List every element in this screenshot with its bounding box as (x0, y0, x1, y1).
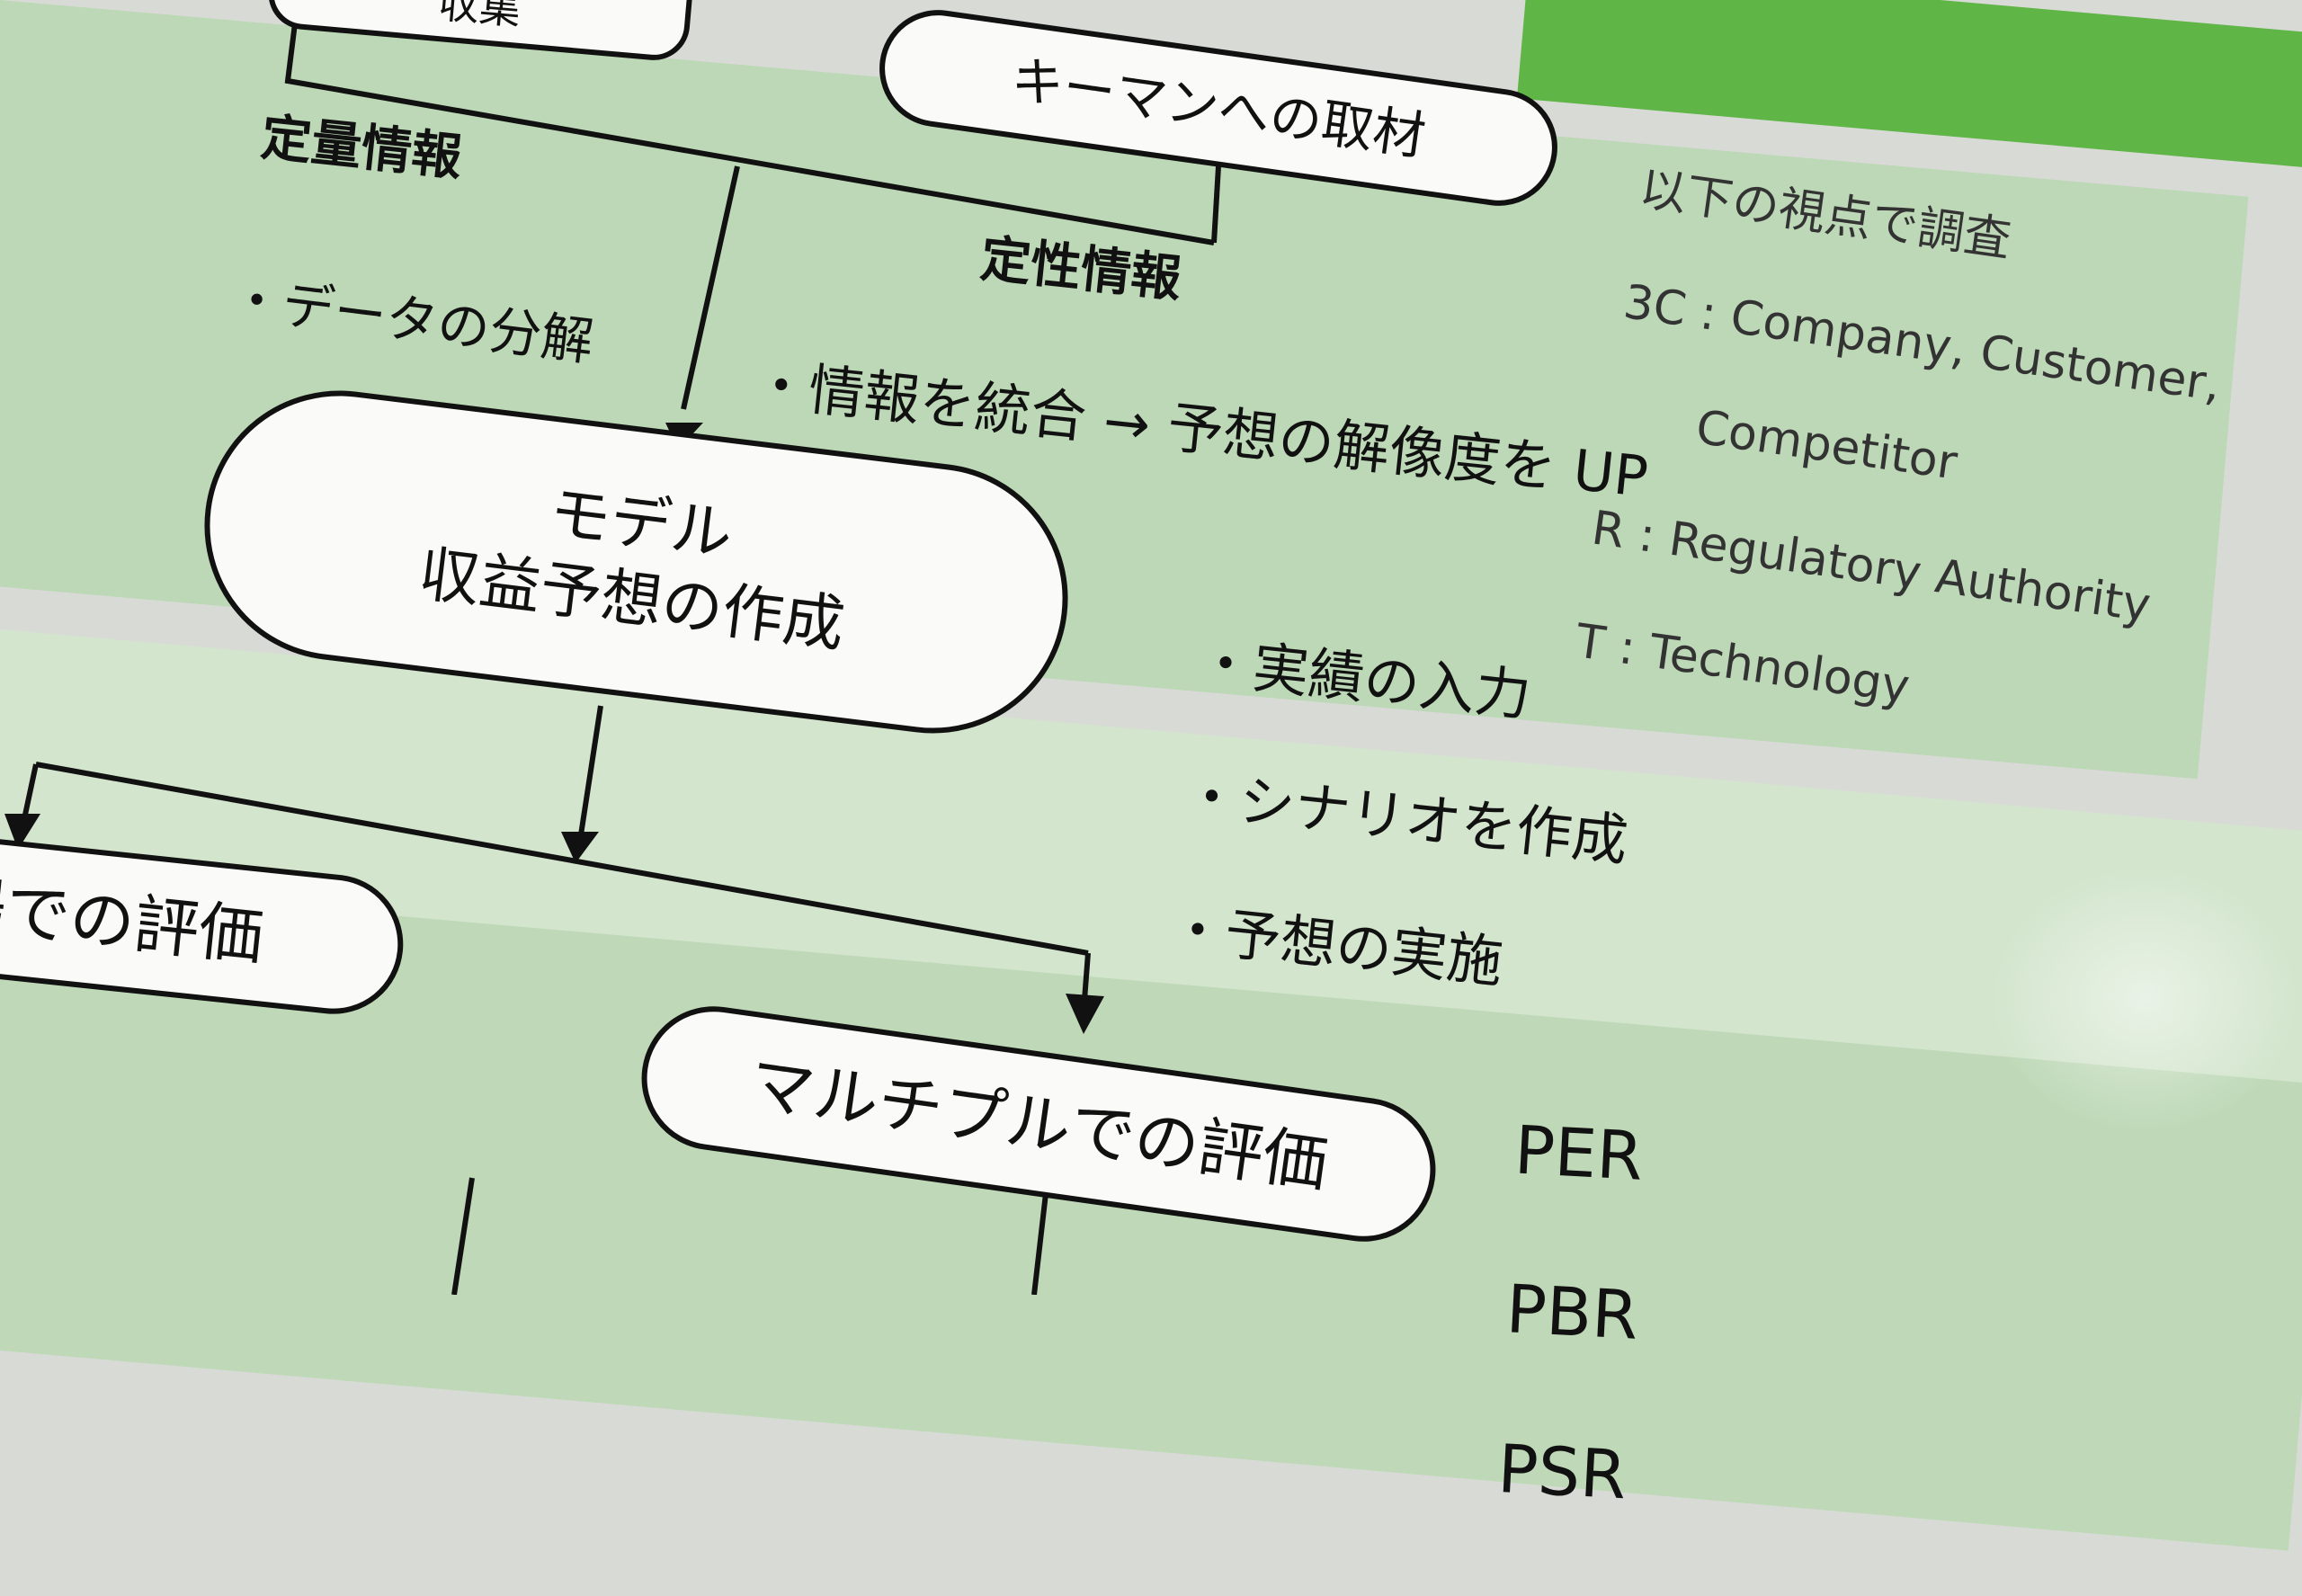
arrow-to-multiple-eval (1066, 994, 1104, 1034)
arrow-to-split (561, 832, 599, 863)
research-note: 以下の視点で調査 3C : Company, Customer, Competi… (1565, 105, 2248, 810)
multiples-list: PER PBR PSR (1492, 1031, 1653, 1596)
left-eval-label: 市場での評価 (0, 859, 268, 975)
model-step: ・シナリオを作成 (1180, 762, 1631, 874)
top-partial-label: 収集 (435, 0, 523, 34)
research-line: Competitor (1604, 388, 1961, 491)
research-line: 3C : Company, Customer, (1619, 275, 2225, 413)
model-step: ・予想の実施 (1166, 895, 1506, 995)
multiple-item: PBR (1503, 1271, 1640, 1356)
research-line: T : Technology (1572, 614, 1914, 715)
research-line: R : Regulatory Authority (1588, 501, 2155, 634)
multiple-item: PER (1512, 1111, 1646, 1196)
model-label: モデル 収益予想の作成 (415, 477, 849, 662)
multiple-item: PSR (1495, 1430, 1628, 1515)
arrow-to-left-eval (4, 814, 40, 850)
slide-photo: 収集 キーマンへの取材 定量情報 定性情報 ・データの分解 ・情報を統合 → 予… (0, 0, 2302, 1551)
screen-glare (1987, 863, 2302, 1133)
research-heading: 以下の視点で調査 (1636, 162, 2014, 268)
